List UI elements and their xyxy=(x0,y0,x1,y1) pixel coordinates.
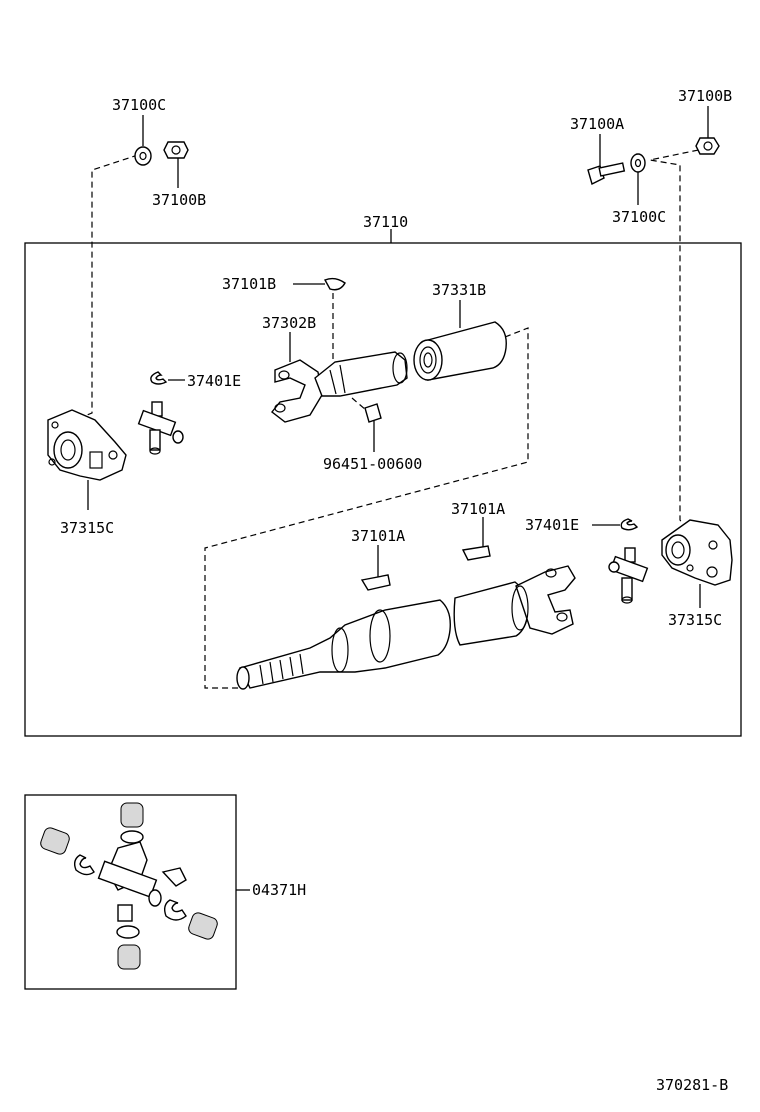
spider-kit-frame xyxy=(24,794,237,990)
label-37315c-left: 37315C xyxy=(60,519,114,537)
balance-weight-icon xyxy=(360,574,391,591)
label-37100b-right: 37100B xyxy=(678,87,732,105)
label-37401e-left: 37401E xyxy=(187,372,241,390)
bolt-icon xyxy=(587,162,626,186)
label-37100c-left: 37100C xyxy=(112,96,166,114)
label-37302b: 37302B xyxy=(262,314,316,332)
spider-icon xyxy=(137,401,184,455)
label-37100c-right: 37100C xyxy=(612,208,666,226)
spider-icon xyxy=(608,547,649,604)
washer-icon xyxy=(134,146,152,166)
spider-kit-parts xyxy=(40,802,218,970)
nut-icon xyxy=(695,137,720,155)
nut-icon xyxy=(163,141,189,159)
label-37100b-left: 37100B xyxy=(152,191,206,209)
label-37101a-left: 37101A xyxy=(351,527,405,545)
dashed-guide-right xyxy=(649,147,709,536)
label-37315c-right: 37315C xyxy=(668,611,722,629)
flange-icon xyxy=(661,519,733,586)
flange-icon xyxy=(47,409,127,481)
clip-icon xyxy=(324,277,346,291)
label-37100a: 37100A xyxy=(570,115,624,133)
label-37331b: 37331B xyxy=(432,281,486,299)
washer-icon xyxy=(630,153,646,173)
label-37101b: 37101B xyxy=(222,275,276,293)
label-grease-fitting: 96451-00600 xyxy=(323,455,422,473)
drive-shaft-icon xyxy=(236,565,576,690)
balance-weight-icon xyxy=(461,545,491,561)
label-04371h: 04371H xyxy=(252,881,306,899)
sleeve-yoke-icon xyxy=(271,351,408,423)
dashed-guide-left xyxy=(61,154,139,426)
diagram-id: 370281-B xyxy=(656,1076,728,1094)
snap-ring-icon xyxy=(150,371,168,385)
dashed-guide-upper-section xyxy=(204,327,529,689)
snap-ring-icon xyxy=(620,518,639,531)
shaft-assembly-frame xyxy=(24,242,742,737)
label-37401e-right: 37401E xyxy=(525,516,579,534)
label-37101a-right: 37101A xyxy=(451,500,505,518)
grease-fitting-icon xyxy=(351,397,382,423)
dust-boot-icon xyxy=(413,321,507,381)
label-37110: 37110 xyxy=(363,213,408,231)
